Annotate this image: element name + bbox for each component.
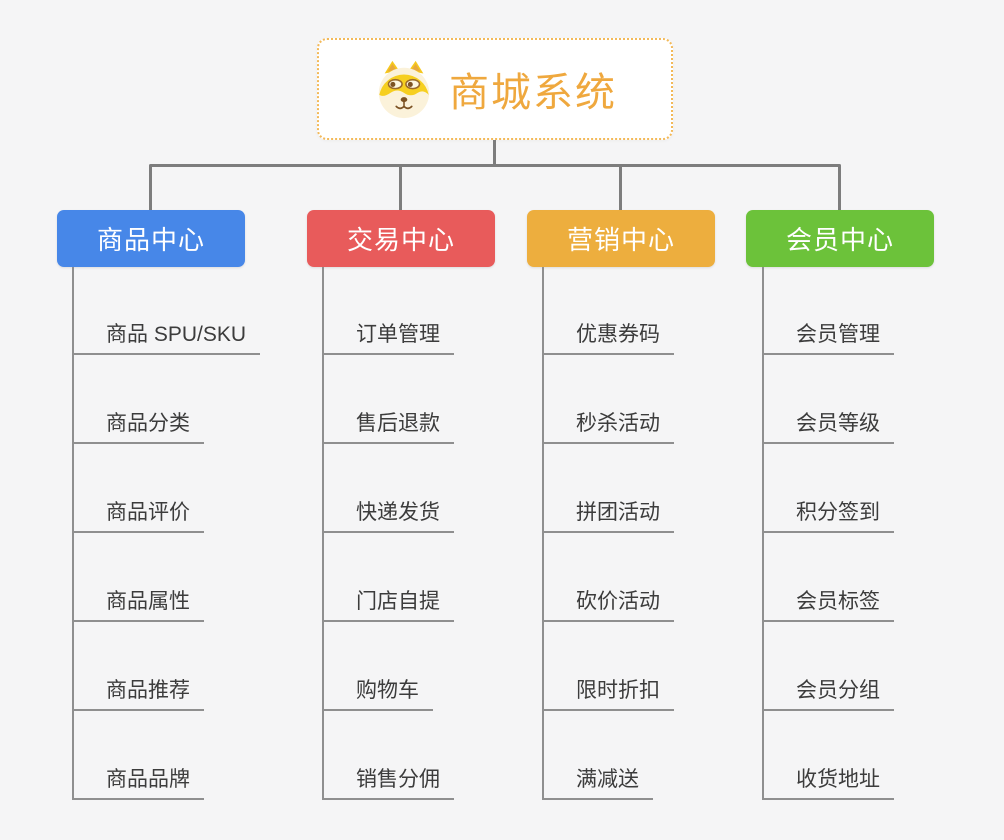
connector-drop-trade: [399, 166, 402, 210]
branch-node-trade-center[interactable]: 交易中心: [307, 210, 495, 267]
leaf-product-spu-sku[interactable]: 商品 SPU/SKU: [72, 317, 261, 355]
leaf-limited-discount[interactable]: 限时折扣: [542, 673, 674, 711]
root-topic-mall-system[interactable]: 商城系统: [317, 38, 673, 140]
leaf-member-management[interactable]: 会员管理: [762, 317, 894, 355]
leaf-express-shipping[interactable]: 快递发货: [322, 495, 454, 533]
leaf-product-category[interactable]: 商品分类: [72, 406, 204, 444]
leaf-shipping-address[interactable]: 收货地址: [762, 762, 894, 800]
leaf-member-level[interactable]: 会员等级: [762, 406, 894, 444]
leaf-bargain-activity[interactable]: 砍价活动: [542, 584, 674, 622]
leaf-order-management[interactable]: 订单管理: [322, 317, 454, 355]
branch-trunk-trade: [322, 267, 324, 800]
leaf-aftersale-refund[interactable]: 售后退款: [322, 406, 454, 444]
connector-drop-member: [838, 166, 841, 210]
branch-label: 商品中心: [96, 225, 205, 255]
branch-node-product-center[interactable]: 商品中心: [57, 210, 245, 267]
branch-label: 营销中心: [566, 225, 675, 255]
leaf-group-buy[interactable]: 拼团活动: [542, 495, 674, 533]
branch-trunk-member: [762, 267, 764, 800]
leaf-coupon-code[interactable]: 优惠券码: [542, 317, 674, 355]
leaf-flash-sale[interactable]: 秒杀活动: [542, 406, 674, 444]
leaf-product-brand[interactable]: 商品品牌: [72, 762, 204, 800]
leaf-product-recommend[interactable]: 商品推荐: [72, 673, 204, 711]
leaf-spend-save[interactable]: 满减送: [542, 762, 653, 800]
branch-trunk-marketing: [542, 267, 544, 800]
connector-root-stem: [493, 140, 496, 166]
branch-label: 会员中心: [785, 225, 894, 255]
connector-drop-product: [149, 166, 152, 210]
root-topic-title: 商城系统: [449, 71, 617, 115]
branch-node-marketing-center[interactable]: 营销中心: [527, 210, 715, 267]
branch-label: 交易中心: [346, 225, 455, 255]
leaf-points-checkin[interactable]: 积分签到: [762, 495, 894, 533]
leaf-member-tag[interactable]: 会员标签: [762, 584, 894, 622]
branch-node-member-center[interactable]: 会员中心: [746, 210, 934, 267]
leaf-shopping-cart[interactable]: 购物车: [322, 673, 433, 711]
leaf-store-pickup[interactable]: 门店自提: [322, 584, 454, 622]
leaf-member-group[interactable]: 会员分组: [762, 673, 894, 711]
leaf-product-attribute[interactable]: 商品属性: [72, 584, 204, 622]
shiba-dog-icon: [378, 60, 430, 119]
branch-trunk-product: [72, 267, 74, 800]
connector-drop-marketing: [619, 166, 622, 210]
leaf-sales-commission[interactable]: 销售分佣: [322, 762, 454, 800]
leaf-product-review[interactable]: 商品评价: [72, 495, 204, 533]
connector-horizontal-bar: [149, 164, 841, 167]
